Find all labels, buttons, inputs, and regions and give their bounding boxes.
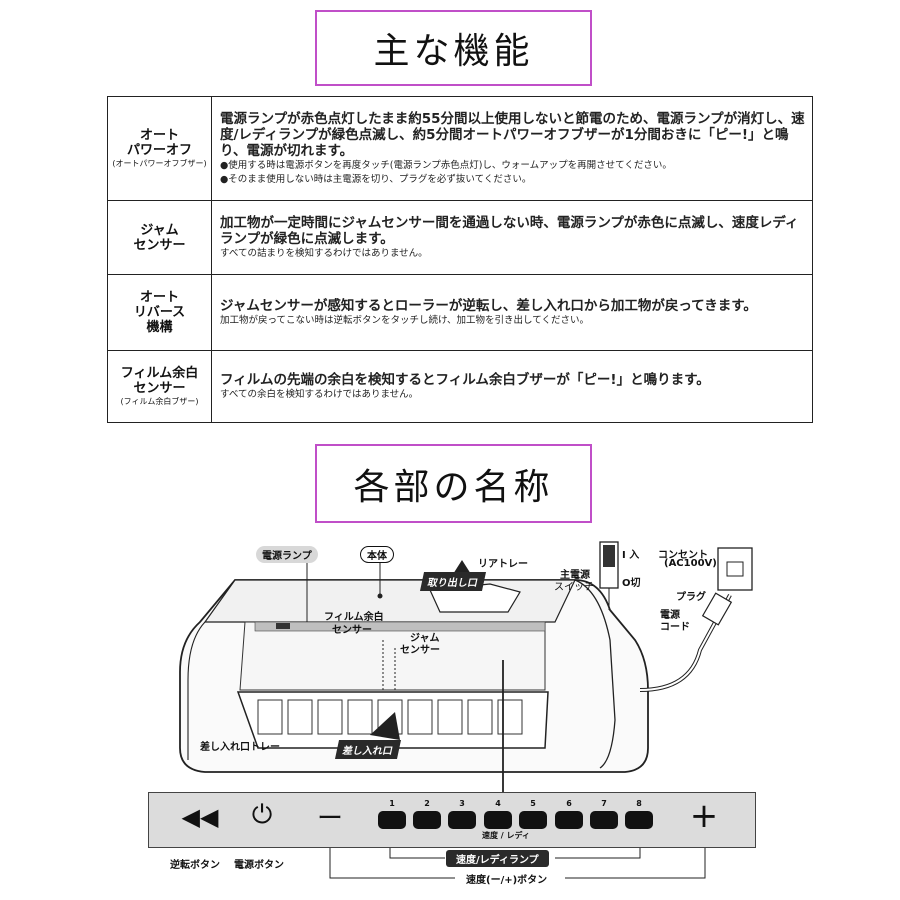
lamp-number: 6: [566, 799, 572, 808]
rear-tray-label: リアトレー: [478, 559, 528, 570]
lamp-number: 2: [424, 799, 430, 808]
power-button-label: 電源ボタン: [234, 860, 284, 871]
speed-lamp-2: [413, 811, 441, 829]
reverse-button[interactable]: ◀◀: [180, 803, 220, 831]
front-face: [239, 621, 546, 691]
laminator-lid: [203, 579, 576, 623]
lamp-strip: [254, 621, 546, 632]
speed-plus-button[interactable]: +: [689, 796, 719, 836]
plug-icon: [701, 592, 733, 626]
jam-sensor-label-2: センサー: [400, 645, 440, 656]
outlet-label-2: (AC100V): [664, 558, 717, 569]
speed-lamp-8: [625, 811, 653, 829]
feature-description: ジャムセンサーが感知するとローラーが逆転し、差し入れ口から加工物が戻ってきます。…: [211, 274, 813, 351]
film-sensor-label-1: フィルム余白: [324, 612, 384, 623]
rewind-icon: ◀◀: [181, 803, 219, 831]
jam-sensor-label-1: ジャム: [410, 633, 440, 644]
lamp-number: 3: [459, 799, 465, 808]
take-out-label: 取り出し口: [419, 572, 487, 591]
speed-lamp-4: [484, 811, 512, 829]
feature-row: オート リバース 機構 ジャムセンサーが感知するとローラーが逆転し、差し入れ口か…: [107, 274, 813, 351]
power-lamp-label: 電源ランプ: [256, 546, 318, 563]
feature-description: 加工物が一定時間にジャムセンサー間を通過しない時、電源ランプが赤色に点滅し、速度…: [211, 200, 813, 275]
body-label: 本体: [360, 546, 394, 563]
feature-sub: (フィルム余白ブザー): [120, 397, 199, 406]
features-table: オート パワーオフ (オートパワーオフブザー) 電源ランプが赤色点灯したまま約5…: [107, 96, 813, 423]
feature-description: 電源ランプが赤色点灯したまま約55分間以上使用しないと節電のため、電源ランプが消…: [211, 96, 813, 201]
speed-lamp-1: [378, 811, 406, 829]
lamp-number: 8: [636, 799, 642, 808]
speed-button-label: 速度(ー/+)ボタン: [466, 875, 548, 886]
switch-on-label: I 入: [622, 550, 640, 561]
plug-label: プラグ: [676, 592, 706, 603]
speed-lamp-label: 速度/レディランプ: [446, 850, 549, 867]
speed-lamp-7: [590, 811, 618, 829]
lamp-number: 4: [495, 799, 501, 808]
power-lamp-indicator: [276, 623, 290, 629]
features-title: 主な機能: [315, 10, 592, 86]
feature-sub: (オートパワーオフブザー): [112, 159, 207, 168]
main-power-label-2: スイッチ: [554, 582, 594, 593]
power-button[interactable]: ⏻: [245, 800, 279, 831]
insert-tray-label: 差し入れ口トレー: [200, 742, 280, 753]
speed-lamp-3: [448, 811, 476, 829]
outlet-label-1: コンセント: [658, 550, 708, 561]
feature-row: オート パワーオフ (オートパワーオフブザー) 電源ランプが赤色点灯したまま約5…: [107, 96, 813, 201]
reverse-button-label: 逆転ボタン: [170, 860, 220, 871]
insert-arrow-icon: [370, 712, 400, 740]
main-power-label-1: 主電源: [560, 570, 590, 581]
lamp-number: 7: [601, 799, 607, 808]
film-sensor-label-2: センサー: [332, 625, 372, 636]
power-icon: ⏻: [251, 800, 273, 830]
speed-lamp-5: [519, 811, 547, 829]
speed-lamp-6: [555, 811, 583, 829]
parts-title: 各部の名称: [315, 444, 592, 523]
speed-ready-caption: 速度 / レディ: [482, 831, 530, 840]
lamp-number: 1: [389, 799, 395, 808]
feature-description: フィルムの先端の余白を検知するとフィルム余白ブザーが「ピー!」と鳴ります。 すべ…: [211, 350, 813, 423]
insert-slot-label: 差し入れ口: [334, 740, 402, 759]
feature-row: フィルム余白 センサー (フィルム余白ブザー) フィルムの先端の余白を検知すると…: [107, 350, 813, 423]
feature-name: オート リバース 機構: [107, 274, 212, 351]
feature-name: フィルム余白 センサー (フィルム余白ブザー): [107, 350, 212, 423]
switch-off-label: O切: [622, 578, 641, 589]
feature-name: オート パワーオフ (オートパワーオフブザー): [107, 96, 212, 201]
cord-label-2: コード: [660, 622, 690, 633]
outlet-icon: [717, 547, 753, 591]
cord-label-1: 電源: [660, 610, 680, 621]
speed-minus-button[interactable]: ー: [316, 804, 343, 834]
feature-row: ジャム センサー 加工物が一定時間にジャムセンサー間を通過しない時、電源ランプが…: [107, 200, 813, 275]
lamp-number: 5: [530, 799, 536, 808]
